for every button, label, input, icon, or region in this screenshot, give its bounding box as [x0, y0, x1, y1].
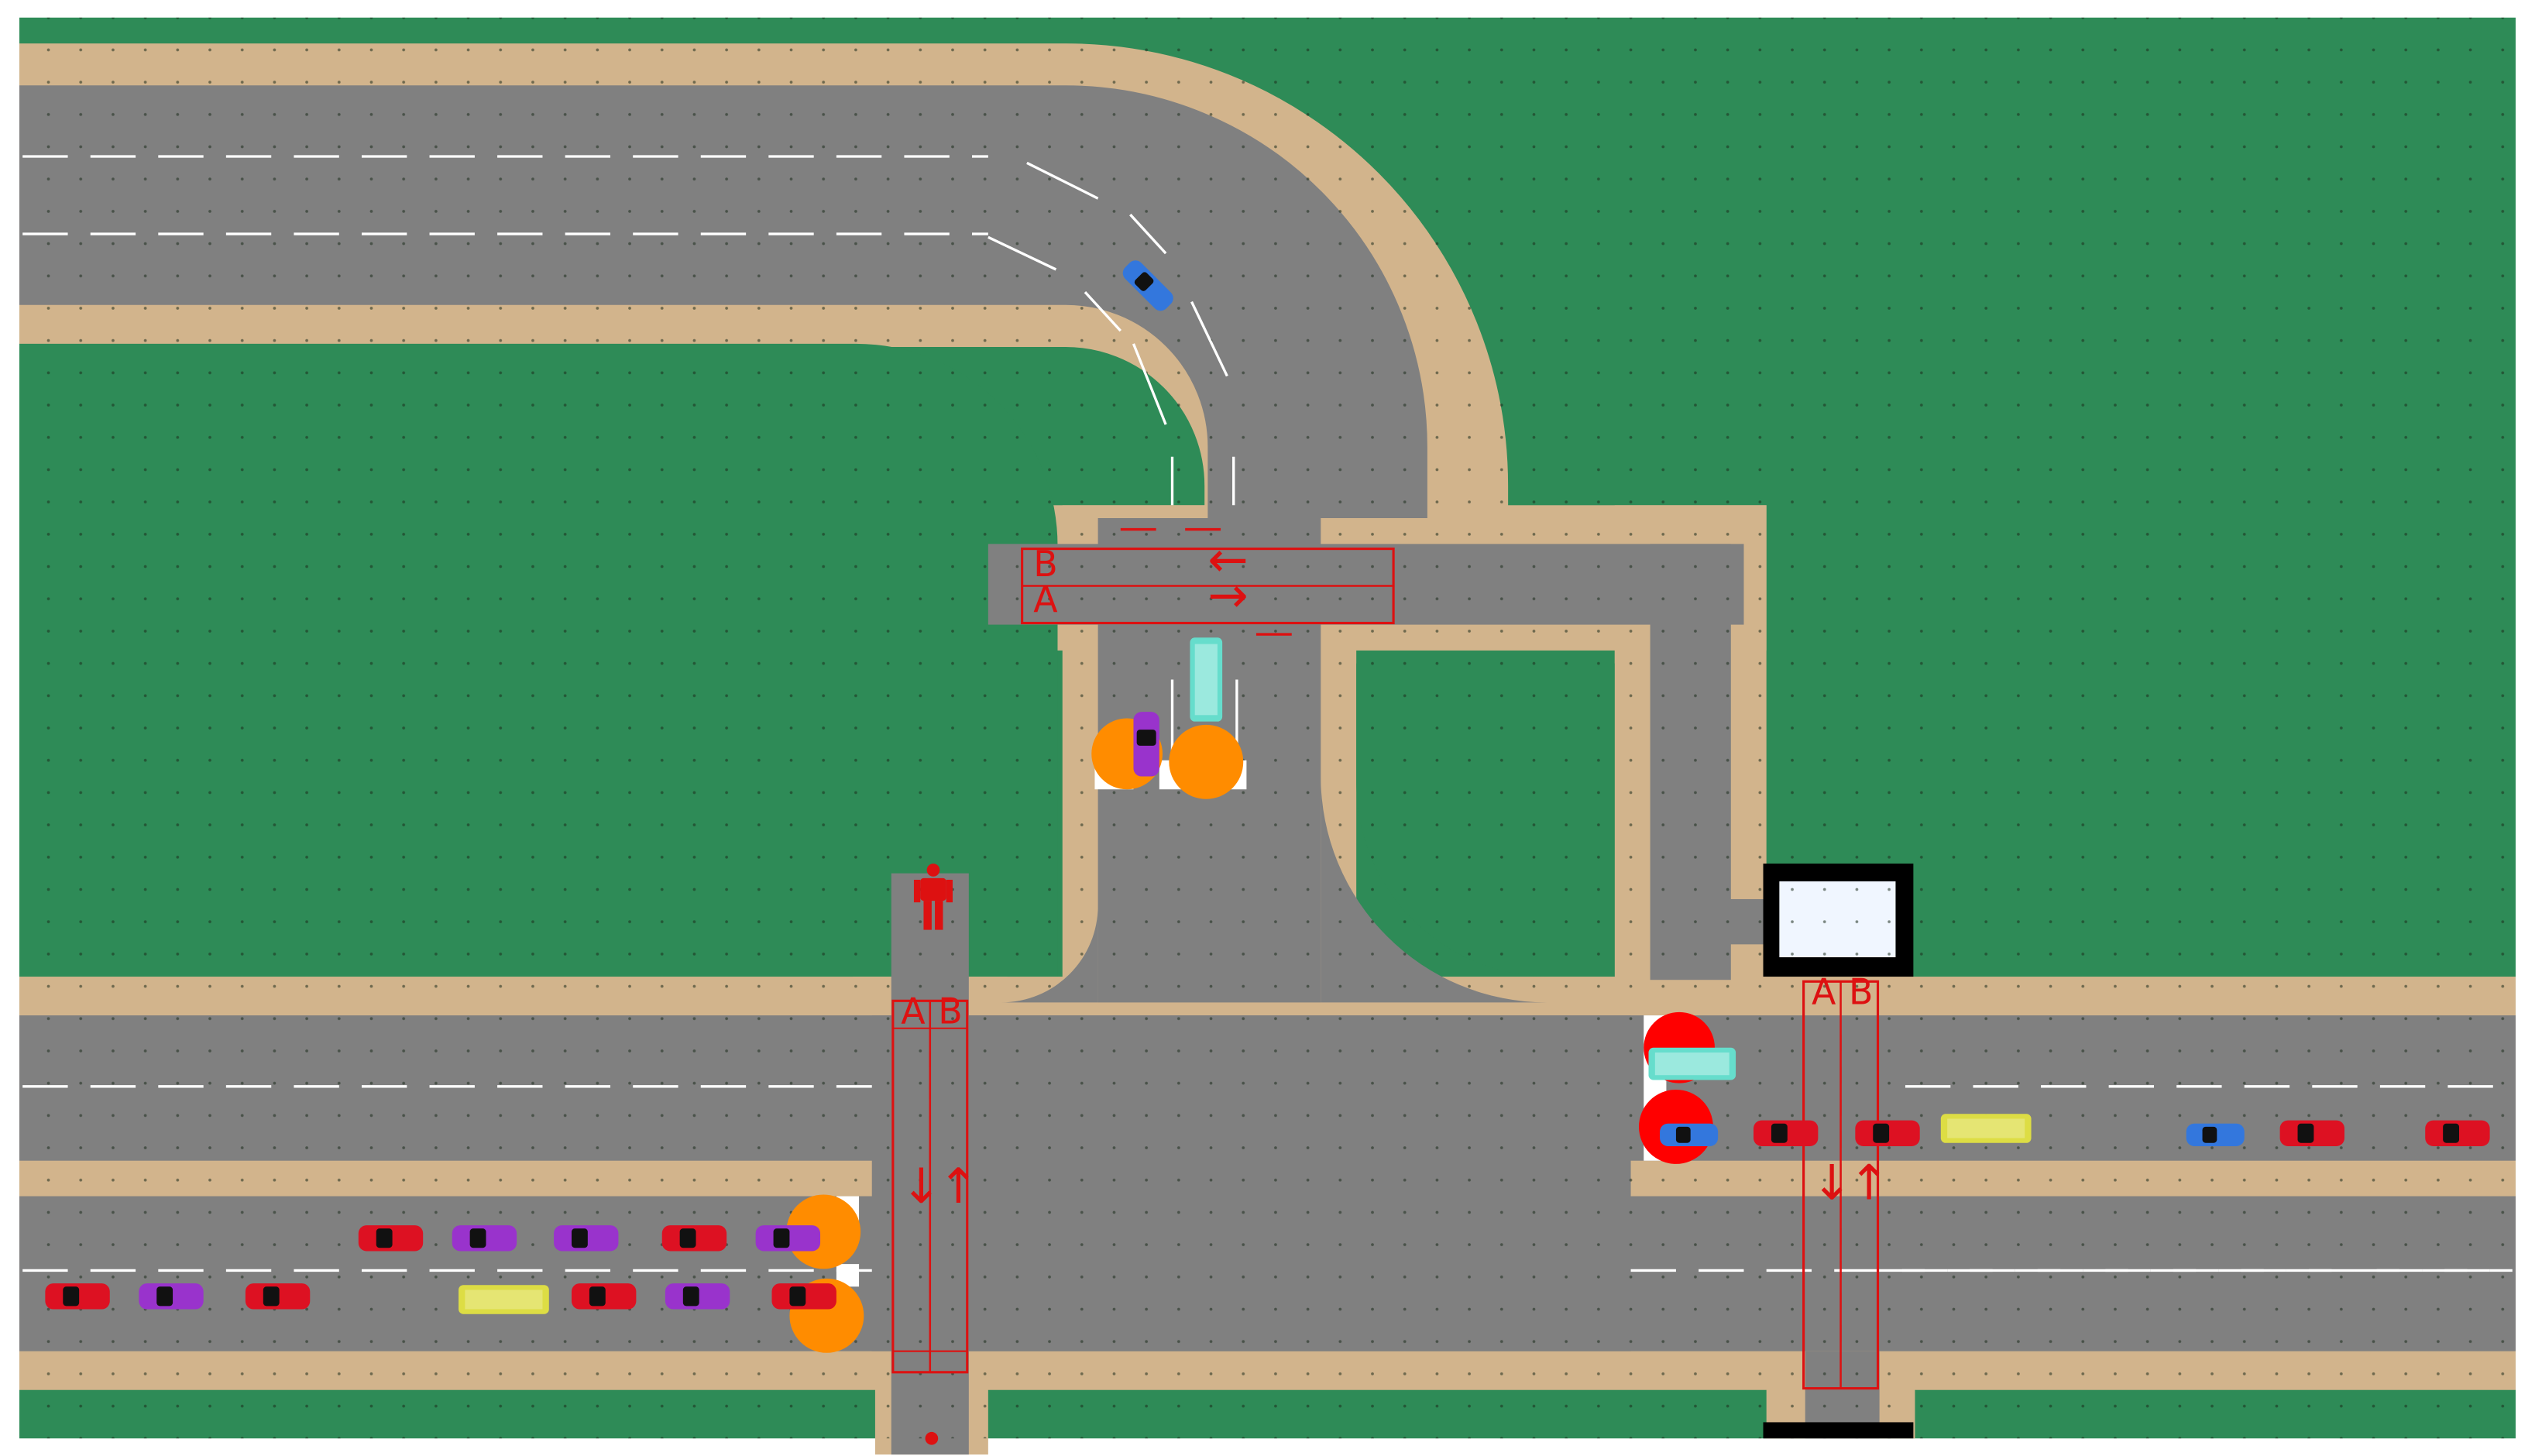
vehicles[interactable]: [45, 257, 2490, 1314]
vehicle-v5[interactable]: [571, 1283, 637, 1310]
vehicle-v12[interactable]: [755, 1225, 821, 1252]
vehicle-v1[interactable]: [45, 1283, 110, 1310]
vehicle-v16[interactable]: [1648, 1047, 1736, 1080]
bus-stop-bottom[interactable]: [1763, 1422, 1914, 1439]
vehicle-v20[interactable]: [1940, 1114, 2032, 1143]
vehicle-v18[interactable]: [1753, 1120, 1819, 1146]
lane-markings: [22, 155, 2513, 1272]
crossing-west-label-b: B: [938, 991, 962, 1032]
stop-marks: [1120, 527, 1292, 636]
crossing-east-arrow-down: ↓: [1812, 1155, 1852, 1211]
vehicle-v8[interactable]: [358, 1225, 424, 1252]
pedestrian-icon[interactable]: [913, 864, 953, 930]
vehicle-v21[interactable]: [2186, 1123, 2245, 1146]
crossing-north-label-b: B: [1033, 543, 1057, 585]
signal-north-right[interactable]: [1169, 724, 1244, 799]
crossing-north-arrow-right: →: [1207, 567, 1248, 623]
vehicle-v2[interactable]: [139, 1283, 204, 1310]
crossing-east-label-a: A: [1812, 970, 1836, 1012]
dot-grid: [19, 17, 2516, 1439]
vehicle-v11[interactable]: [661, 1225, 727, 1252]
vehicle-v4[interactable]: [459, 1285, 549, 1314]
vehicle-v15[interactable]: [1190, 637, 1223, 722]
vehicle-v22[interactable]: [2279, 1120, 2345, 1146]
pedestrian-marker-bottom: [925, 1431, 939, 1445]
bus-stop-top[interactable]: [1763, 864, 1914, 977]
vehicle-v17[interactable]: [1660, 1123, 1719, 1146]
crossing-north-arrow-left: ←: [1207, 531, 1248, 588]
crossing-west-label-a: A: [901, 991, 925, 1032]
crossing-north[interactable]: B A ← →: [1021, 531, 1395, 625]
vehicle-v13[interactable]: [1119, 257, 1176, 314]
crossing-north-label-a: A: [1033, 579, 1057, 620]
crossing-east[interactable]: A B ↓ ↑: [1802, 970, 1890, 1390]
vehicle-v19[interactable]: [1855, 1120, 1920, 1146]
vehicle-v7[interactable]: [771, 1283, 836, 1310]
crossing-east-arrow-up: ↑: [1849, 1155, 1889, 1211]
crossing-west-arrow-down: ↓: [901, 1158, 941, 1214]
vehicle-v6[interactable]: [665, 1283, 730, 1310]
vehicle-v14[interactable]: [1133, 712, 1159, 777]
crossing-east-label-b: B: [1849, 970, 1873, 1012]
vehicle-v9[interactable]: [452, 1225, 517, 1252]
vehicle-v23[interactable]: [2425, 1120, 2490, 1146]
vehicle-v10[interactable]: [554, 1225, 619, 1252]
crossing-west[interactable]: A B ↓ ↑: [891, 991, 979, 1374]
vehicle-v3[interactable]: [245, 1283, 311, 1310]
crossing-west-arrow-up: ↑: [938, 1158, 978, 1214]
